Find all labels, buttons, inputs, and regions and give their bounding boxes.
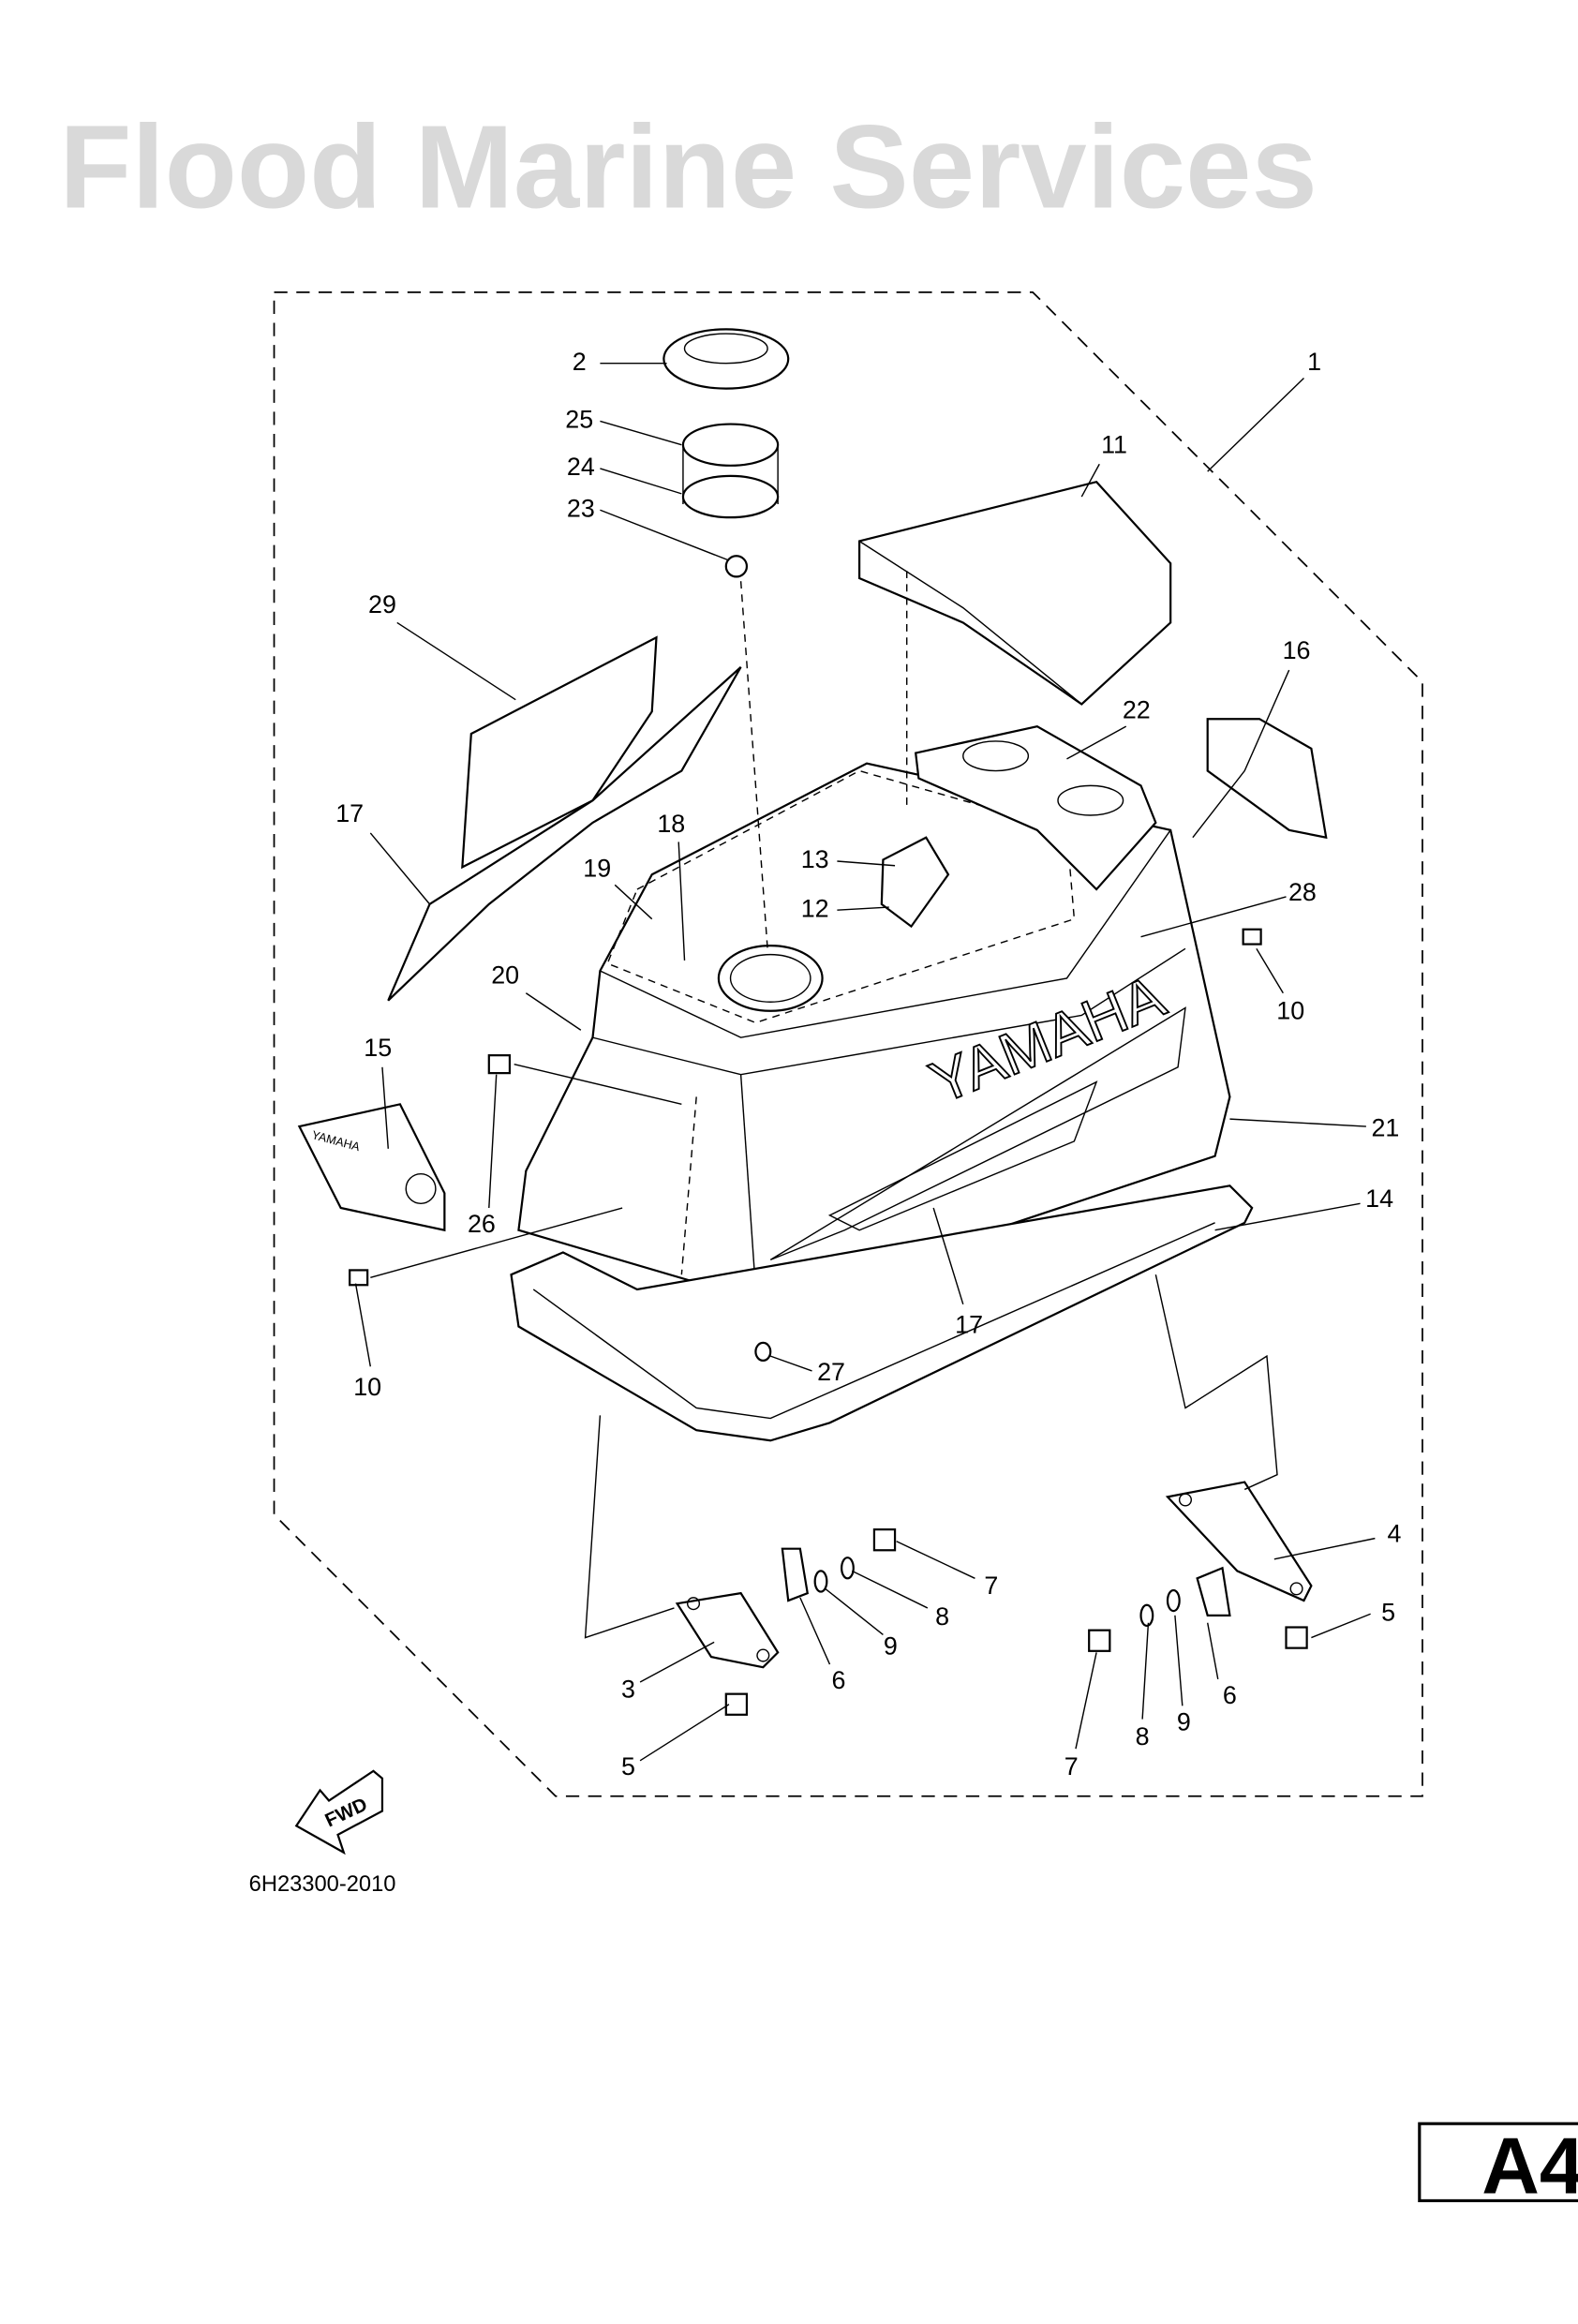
callouts: 1 2 25 24 23 11 29 16 22 17 18 19 13 12 … <box>335 348 1401 1780</box>
callout-28: 28 <box>1288 878 1317 906</box>
callout-25: 25 <box>565 405 593 433</box>
callout-6: 6 <box>831 1666 845 1694</box>
callout-19: 19 <box>583 855 611 883</box>
callout-9: 9 <box>884 1632 898 1661</box>
callout-17b: 17 <box>955 1311 983 1339</box>
leader-lines <box>354 363 1376 1762</box>
callout-2: 2 <box>573 348 587 376</box>
top-cowling: YAMAHA <box>517 762 1231 1305</box>
callout-3: 3 <box>621 1676 635 1704</box>
callout-8: 8 <box>935 1602 949 1631</box>
callout-20: 20 <box>491 961 519 989</box>
cap <box>662 328 790 390</box>
callout-10b: 10 <box>353 1373 381 1401</box>
callout-14: 14 <box>1365 1184 1393 1213</box>
decal-16 <box>1206 718 1328 840</box>
callout-26: 26 <box>468 1210 496 1238</box>
callout-9b: 9 <box>1177 1707 1191 1736</box>
callout-15: 15 <box>364 1034 392 1062</box>
callout-18: 18 <box>657 810 685 838</box>
callout-8b: 8 <box>1136 1722 1150 1750</box>
top-cover <box>858 480 1172 706</box>
seal-rubber <box>510 1184 1254 1442</box>
watermark: Flood Marine Services <box>59 100 1317 233</box>
callout-5b: 5 <box>621 1752 635 1780</box>
ring-24 <box>681 474 780 519</box>
callout-24: 24 <box>567 453 595 481</box>
fwd-arrow-icon: FWD <box>294 1769 384 1855</box>
page-label-box <box>1418 2122 1578 2203</box>
callout-21: 21 <box>1371 1113 1399 1141</box>
callout-4: 4 <box>1387 1520 1401 1548</box>
fasteners <box>349 836 1313 1716</box>
eye-23 <box>724 555 749 578</box>
callout-6b: 6 <box>1223 1681 1237 1709</box>
callout-10: 10 <box>1276 996 1304 1024</box>
decal-29 <box>461 635 658 870</box>
callout-7b: 7 <box>1064 1752 1079 1780</box>
callout-7: 7 <box>984 1572 998 1600</box>
callout-1: 1 <box>1307 348 1321 376</box>
callout-23: 23 <box>567 494 595 522</box>
callout-12: 12 <box>801 894 829 922</box>
callout-29: 29 <box>368 590 396 618</box>
callout-5: 5 <box>1381 1598 1395 1626</box>
ring-25 <box>681 423 780 467</box>
callout-22: 22 <box>1123 695 1151 723</box>
callout-11: 11 <box>1101 430 1127 458</box>
diagram-code: 6H23300-2010 <box>249 1872 396 1897</box>
callout-13: 13 <box>801 845 829 873</box>
callout-27: 27 <box>817 1358 845 1386</box>
decal-17-left <box>387 666 742 1002</box>
callout-17: 17 <box>335 799 364 827</box>
page-label: A4 <box>1481 2123 1578 2212</box>
callout-16: 16 <box>1283 636 1311 664</box>
emblem-70: YAMAHA <box>297 1103 446 1232</box>
assembly-boundary <box>273 290 1423 1797</box>
